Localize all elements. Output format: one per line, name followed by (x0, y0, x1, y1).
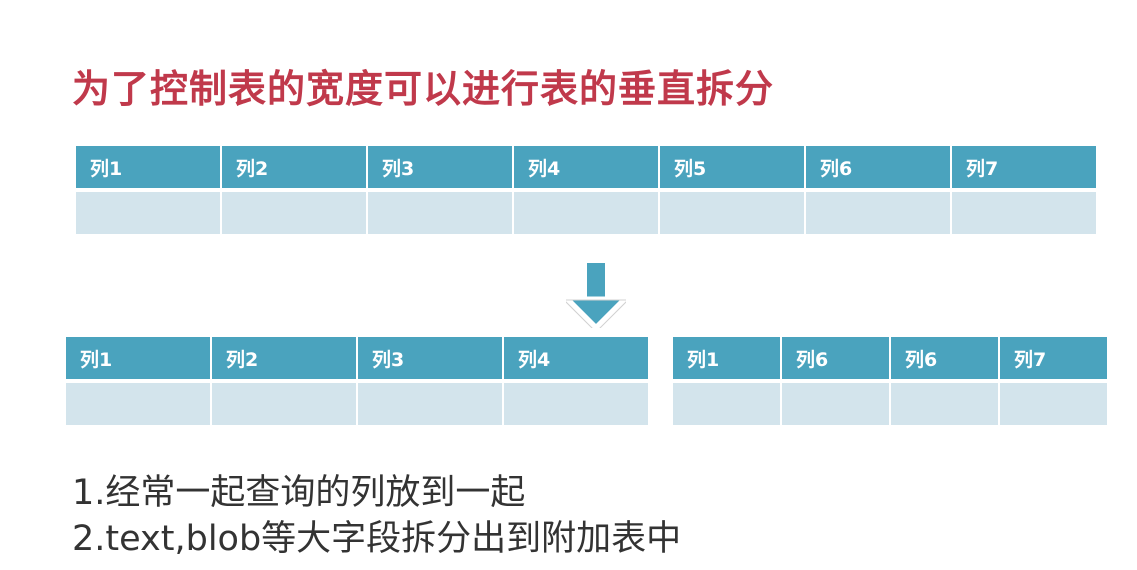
bottom-left-table-header-cell: 列2 (212, 337, 356, 379)
note-item: 2.text,blob等大字段拆分出到附加表中 (72, 519, 682, 559)
notes: 1.经常一起查询的列放到一起 2.text,blob等大字段拆分出到附加表中 (72, 470, 681, 562)
bottom-right-table-header-cell: 列1 (673, 337, 780, 379)
bottom-right-table-header-row: 列1 列6 列6 列7 (673, 337, 1107, 379)
bottom-left-table-header-cell: 列4 (504, 337, 648, 379)
bottom-right-table-data-cell (782, 383, 889, 425)
top-table-data-cell (514, 192, 658, 234)
page-title: 为了控制表的宽度可以进行表的垂直拆分 (72, 67, 775, 111)
bottom-right-table-data-cell (673, 383, 780, 425)
bottom-right-table-data-cell (1000, 383, 1107, 425)
top-table-data-cell (368, 192, 512, 234)
bottom-right-table-header-cell: 列6 (891, 337, 998, 379)
bottom-left-table: 列1 列2 列3 列4 (66, 337, 648, 425)
top-table-header-cell: 列7 (952, 146, 1096, 188)
top-table-header-cell: 列4 (514, 146, 658, 188)
top-table-data-cell (76, 192, 220, 234)
top-table-header-cell: 列3 (368, 146, 512, 188)
bottom-right-table-data-cell (891, 383, 998, 425)
top-table-header-cell: 列1 (76, 146, 220, 188)
bottom-left-table-data-cell (212, 383, 356, 425)
top-table-data-cell (660, 192, 804, 234)
top-table: 列1 列2 列3 列4 列5 列6 列7 (76, 146, 1096, 234)
bottom-right-table: 列1 列6 列6 列7 (673, 337, 1107, 425)
top-table-data-cell (806, 192, 950, 234)
bottom-left-table-data-cell (358, 383, 502, 425)
top-table-data-cell (222, 192, 366, 234)
top-table-header-row: 列1 列2 列3 列4 列5 列6 列7 (76, 146, 1096, 188)
bottom-right-table-header-cell: 列7 (1000, 337, 1107, 379)
bottom-right-table-header-cell: 列6 (782, 337, 889, 379)
top-table-data-cell (952, 192, 1096, 234)
top-table-header-cell: 列6 (806, 146, 950, 188)
bottom-left-table-data-cell (66, 383, 210, 425)
bottom-left-table-header-cell: 列1 (66, 337, 210, 379)
bottom-left-table-header-row: 列1 列2 列3 列4 (66, 337, 648, 379)
top-table-data-row (76, 192, 1096, 234)
bottom-left-table-data-row (66, 383, 648, 425)
bottom-right-table-data-row (673, 383, 1107, 425)
down-arrow-icon (566, 262, 626, 328)
top-table-header-cell: 列2 (222, 146, 366, 188)
bottom-left-table-header-cell: 列3 (358, 337, 502, 379)
bottom-left-table-data-cell (504, 383, 648, 425)
note-item: 1.经常一起查询的列放到一起 (72, 473, 526, 513)
top-table-header-cell: 列5 (660, 146, 804, 188)
